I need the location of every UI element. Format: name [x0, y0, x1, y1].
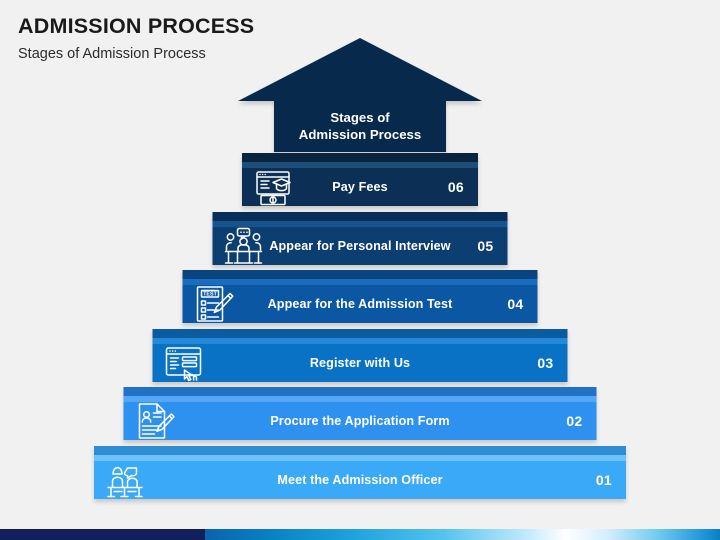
- tier-highlight-band: [212, 220, 508, 227]
- application-form-pencil-icon: [134, 400, 176, 442]
- tier-number: 03: [537, 354, 554, 371]
- tier-face: Appear for Personal Interview 05: [212, 225, 508, 267]
- tier-step-top-face: [242, 153, 478, 162]
- tier-label: Appear for Personal Interview: [269, 238, 451, 253]
- tier-face: Register with Us 03: [152, 342, 568, 384]
- arrow-head-icon: [238, 38, 482, 101]
- interview-people-icon: [223, 225, 265, 267]
- tier-highlight-band: [182, 279, 538, 285]
- tier-number: 06: [447, 179, 464, 195]
- tier-label: Pay Fees: [332, 180, 388, 194]
- fees-graduation-money-icon: [252, 166, 294, 208]
- pyramid-cap-line-1: Stages of: [330, 109, 390, 125]
- admission-officer-desk-icon: [104, 459, 146, 501]
- tier-step-top-face: [212, 211, 508, 221]
- pyramid-cap-text: Stages of Admission Process: [299, 109, 421, 144]
- tier-face: TEST Appear for the Admission Test 04: [182, 283, 538, 325]
- pyramid-tier-01[interactable]: Meet the Admission Officer 01: [94, 445, 626, 501]
- page-title: ADMISSION PROCESS: [18, 14, 255, 38]
- pyramid-cap-line-2: Admission Process: [298, 127, 422, 142]
- tier-label: Meet the Admission Officer: [277, 472, 443, 487]
- tier-step-top-face: [123, 387, 597, 396]
- pyramid-tier-03[interactable]: Register with Us 03: [152, 328, 568, 384]
- tier-step-top-face: [152, 328, 568, 338]
- tier-step-top-face: [182, 270, 538, 279]
- tier-face: Pay Fees 06: [242, 168, 478, 206]
- pyramid-tier-06[interactable]: Pay Fees 06: [242, 153, 478, 206]
- tier-number: 04: [507, 296, 524, 312]
- pyramid-tier-04[interactable]: TEST Appear for the Admission Test 04: [182, 270, 538, 325]
- page-subtitle: Stages of Admission Process: [18, 45, 206, 62]
- tier-label: Appear for the Admission Test: [267, 297, 453, 311]
- tier-highlight-band: [94, 454, 626, 461]
- pyramid-tier-05[interactable]: Appear for Personal Interview 05: [212, 211, 508, 267]
- tier-highlight-band: [152, 337, 568, 344]
- bottom-bar-gradient-segment: [205, 529, 720, 540]
- tier-face: Meet the Admission Officer 01: [94, 459, 626, 501]
- tier-number: 02: [566, 413, 583, 429]
- tier-highlight-band: [242, 162, 478, 168]
- tier-number: 01: [595, 471, 612, 488]
- tier-face: Procure the Application Form 02: [123, 400, 597, 442]
- test-paper-pencil-icon: TEST: [193, 283, 235, 325]
- tier-number: 05: [477, 237, 494, 254]
- tier-label: Register with Us: [309, 355, 411, 370]
- bottom-bar-navy-segment: [0, 529, 205, 540]
- tier-label: Procure the Application Form: [270, 414, 450, 428]
- tier-step-top-face: [94, 445, 626, 455]
- pyramid-tier-02[interactable]: Procure the Application Form 02: [123, 387, 597, 442]
- register-form-cursor-icon: [163, 342, 205, 384]
- tier-highlight-band: [123, 396, 597, 402]
- pyramid-cap-block: Stages of Admission Process: [274, 100, 446, 152]
- slide-header: ADMISSION PROCESS Stages of Admission Pr…: [18, 14, 498, 62]
- bottom-accent-bar: [0, 529, 720, 540]
- svg-text:TEST: TEST: [203, 292, 217, 298]
